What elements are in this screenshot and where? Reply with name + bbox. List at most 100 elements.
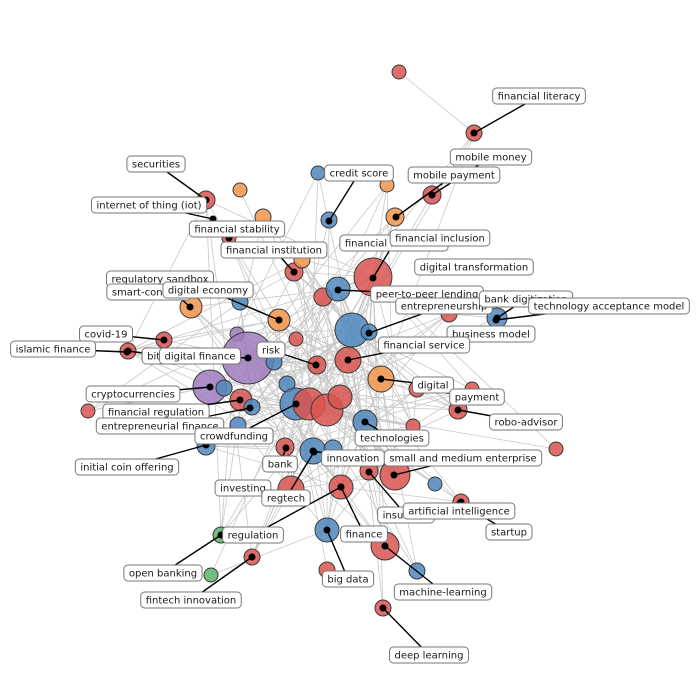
node-marker	[160, 336, 168, 344]
label-credit-score: credit score	[324, 164, 394, 182]
label-investing: investing	[214, 479, 272, 497]
label-box	[492, 87, 586, 105]
label-digital: digital	[411, 376, 455, 394]
keyword-label: machine-learning	[399, 588, 486, 599]
label-open-banking: open banking	[123, 564, 203, 582]
keyword-node	[310, 165, 326, 181]
label-box	[262, 455, 298, 473]
label-crowdfunding: crowdfunding	[194, 427, 274, 445]
label-box	[340, 525, 388, 543]
keyword-label: digital	[417, 381, 448, 392]
node-marker	[454, 406, 462, 414]
node-marker	[365, 468, 373, 476]
keyword-label: bank	[268, 460, 293, 471]
label-securities: securities	[126, 155, 186, 173]
keyword-label: covid-19	[85, 330, 128, 341]
label-box	[446, 325, 536, 343]
node-marker	[292, 400, 300, 408]
label-box	[214, 479, 272, 497]
label-box	[126, 155, 186, 173]
network-edge	[205, 199, 253, 558]
label-box	[10, 340, 96, 358]
network-edge	[339, 313, 450, 398]
network-edge	[372, 276, 386, 547]
label-box	[324, 164, 394, 182]
label-payment: payment	[449, 388, 505, 406]
network-edge	[205, 445, 286, 448]
label-financial-stability: financial stability	[188, 220, 286, 238]
keyword-label: business model	[452, 330, 530, 341]
label-box	[256, 341, 286, 359]
node-marker	[312, 361, 320, 369]
keyword-label: big data	[327, 575, 368, 586]
keyword-label: regulation	[228, 531, 279, 542]
keyword-label: small and medium enterprise	[389, 454, 536, 465]
keyword-label: innovation	[327, 454, 380, 465]
label-bank: bank	[262, 455, 298, 473]
label-innovation: innovation	[321, 449, 385, 467]
node-marker	[379, 604, 387, 612]
node-marker	[244, 354, 252, 362]
network-edge	[351, 329, 459, 411]
node-marker	[246, 404, 254, 412]
label-regtech: regtech	[261, 489, 311, 507]
network-edge	[190, 288, 339, 308]
label-regulation: regulation	[222, 526, 284, 544]
network-edge	[284, 421, 366, 448]
network-edge	[322, 296, 418, 390]
label-box	[489, 413, 563, 431]
keyword-node	[80, 403, 96, 419]
label-startup: startup	[485, 523, 533, 541]
network-edge	[278, 319, 459, 411]
keyword-label: cryptocurrencies	[91, 390, 175, 401]
node-marker	[492, 316, 500, 324]
node-marker	[381, 542, 389, 550]
keyword-label: digital transformation	[420, 263, 529, 274]
network-edge	[205, 199, 374, 278]
keyword-label: financial regulation	[108, 408, 204, 419]
keyword-label: financial literacy	[498, 92, 581, 103]
label-box	[261, 489, 311, 507]
network-edge	[127, 319, 280, 352]
network-edge	[163, 319, 280, 341]
node-marker	[365, 329, 373, 337]
label-technologies: technologies	[354, 429, 430, 447]
label-box	[188, 220, 286, 238]
label-small-and-medium-enterprise: small and medium enterprise	[383, 449, 543, 467]
network-edge	[278, 184, 388, 321]
keyword-label: securities	[132, 160, 180, 171]
label-box	[449, 148, 533, 166]
keyword-label: robo-advisor	[495, 418, 559, 429]
keyword-label: regulatory sandbox	[112, 275, 209, 286]
label-machine-learning: machine-learning	[393, 583, 493, 601]
label-mobile-money: mobile money	[449, 148, 533, 166]
network-edge	[205, 199, 222, 536]
label-digital-economy: digital economy	[162, 281, 254, 299]
node-marker	[124, 347, 132, 355]
keyword-label: finance	[346, 530, 383, 541]
label-initial-coin-offering: initial coin offering	[74, 458, 180, 476]
keyword-label: investing	[220, 484, 266, 495]
keyword-label: risk	[262, 346, 280, 357]
label-financial-inclusion: financial inclusion	[389, 229, 491, 247]
label-entrepreneurship: entrepreneurship	[395, 297, 493, 315]
label-islamic-finance: islamic finance	[10, 340, 96, 358]
label-business-model: business model	[446, 325, 536, 343]
label-box	[79, 325, 133, 343]
network-edge	[301, 259, 349, 361]
keyword-label: islamic finance	[16, 345, 91, 356]
network-edge	[205, 445, 314, 452]
keyword-label: bank digitization	[484, 295, 567, 306]
label-box	[383, 449, 543, 467]
label-box	[411, 376, 455, 394]
keyword-label: open banking	[129, 569, 197, 580]
keyword-label: startup	[491, 528, 527, 539]
network-edge	[340, 486, 462, 503]
network-edge	[286, 383, 459, 411]
label-box	[220, 241, 328, 259]
keyword-node	[427, 476, 443, 492]
node-marker	[361, 418, 369, 426]
node-marker	[334, 286, 342, 294]
keyword-label: technologies	[360, 434, 424, 445]
